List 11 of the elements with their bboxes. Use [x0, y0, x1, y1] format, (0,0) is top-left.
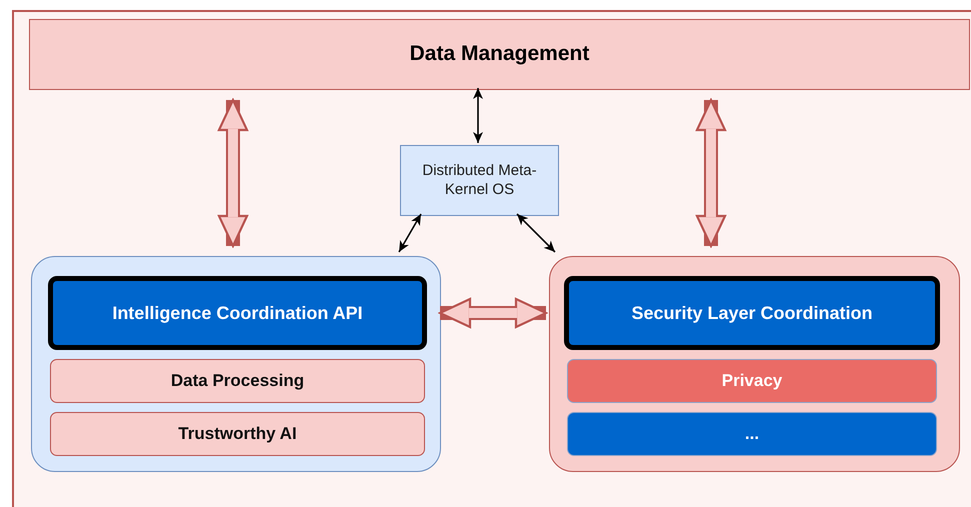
module-row: ... — [567, 412, 937, 456]
group-container — [31, 256, 441, 472]
module-row: Privacy — [567, 359, 937, 403]
module-row: Trustworthy AI — [50, 412, 425, 456]
component-box: Distributed Meta-Kernel OS — [400, 145, 559, 216]
module-box: Security Layer Coordination — [564, 276, 940, 350]
group-container — [549, 256, 960, 472]
module-box: Intelligence Coordination API — [48, 276, 427, 350]
frame-background — [12, 10, 971, 507]
layer-box: Data Management — [29, 19, 970, 90]
module-row: Data Processing — [50, 359, 425, 403]
